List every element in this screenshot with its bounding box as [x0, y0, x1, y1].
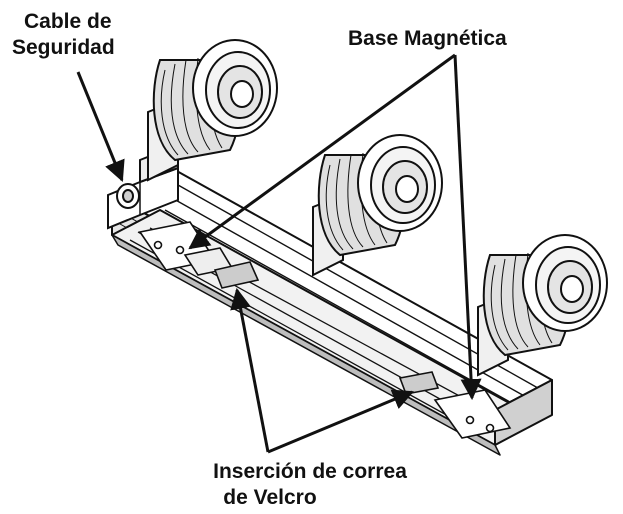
led-head-middle	[312, 134, 443, 277]
label-safety-cable-line2: Seguridad	[12, 36, 115, 59]
label-velcro-line2: de Velcro	[223, 486, 316, 509]
arrow-safety-cable	[76, 71, 125, 182]
velcro-slot-right	[398, 371, 440, 395]
arrow-magnetic-right	[453, 54, 482, 401]
label-magnetic-base: Base Magnética	[348, 27, 507, 50]
led-head-right	[477, 234, 608, 377]
arrow-magnetic-left	[188, 53, 456, 250]
label-safety-cable-line1: Cable de	[24, 10, 112, 33]
velcro-slot-left	[213, 261, 260, 289]
label-velcro-line1: Inserción de correa	[213, 460, 407, 483]
arrow-velcro-right	[267, 389, 414, 454]
safety-cable-eyelet	[116, 183, 140, 209]
arrow-velcro-left	[230, 287, 270, 453]
led-head-left	[147, 39, 278, 182]
